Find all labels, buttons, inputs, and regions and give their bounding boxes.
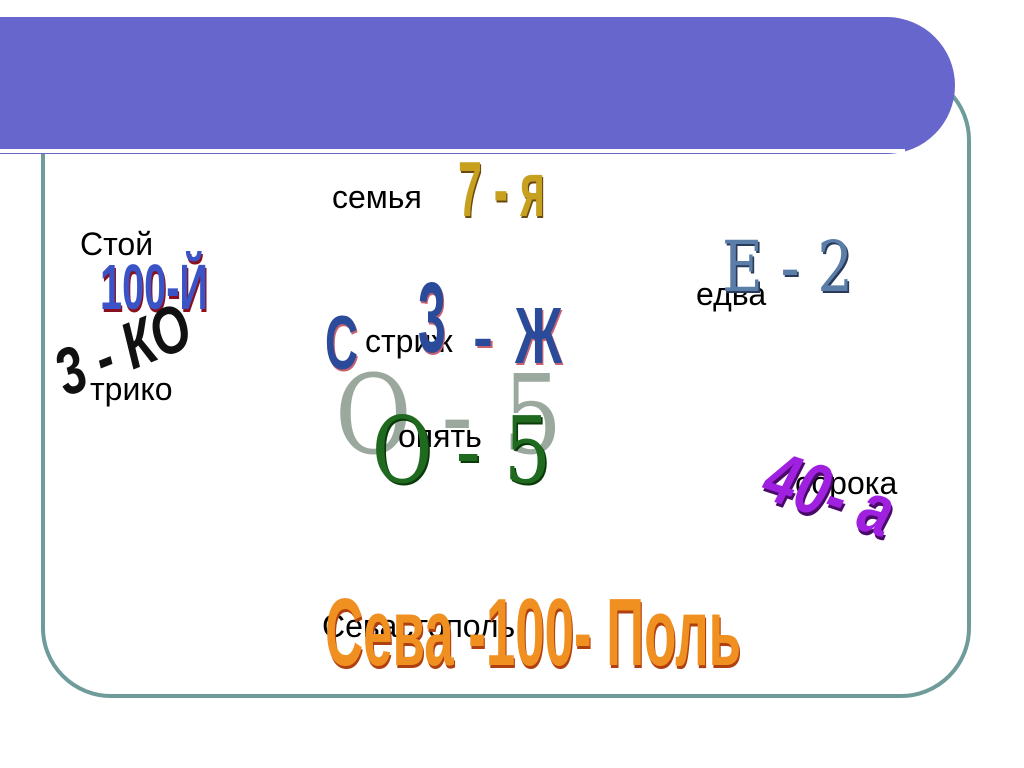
word-semya: семья: [332, 179, 422, 215]
word-opyat: опять: [398, 418, 482, 454]
word-strizh: стриж: [365, 323, 453, 359]
word-sevastopol: Севастополь: [322, 608, 516, 644]
title-banner: [0, 17, 955, 154]
word-stoy: Стой: [80, 226, 154, 262]
rebus-digit-three: 3: [418, 262, 446, 374]
rebus-seva-hundred-pol: Сева -100- Поль: [325, 579, 742, 686]
rebus-hundred-y: 100-Й: [100, 251, 208, 323]
word-soroka: сорока: [795, 465, 898, 501]
banner-divider: [0, 149, 905, 153]
rebus-o-five-big: О - 5: [335, 351, 563, 479]
rebus-letter-s: С: [325, 301, 358, 386]
rebus-seven-ya: 7 - я: [458, 145, 546, 233]
word-edva: едва: [696, 276, 767, 312]
rebus-o-five-small: О - 5: [372, 397, 551, 504]
slide-frame: [41, 70, 971, 698]
rebus-e-two: Е - 2: [722, 226, 854, 308]
rebus-letter-zh: Ж: [515, 291, 563, 380]
rebus-dash: -: [473, 304, 493, 371]
word-triko: трико: [90, 371, 173, 407]
